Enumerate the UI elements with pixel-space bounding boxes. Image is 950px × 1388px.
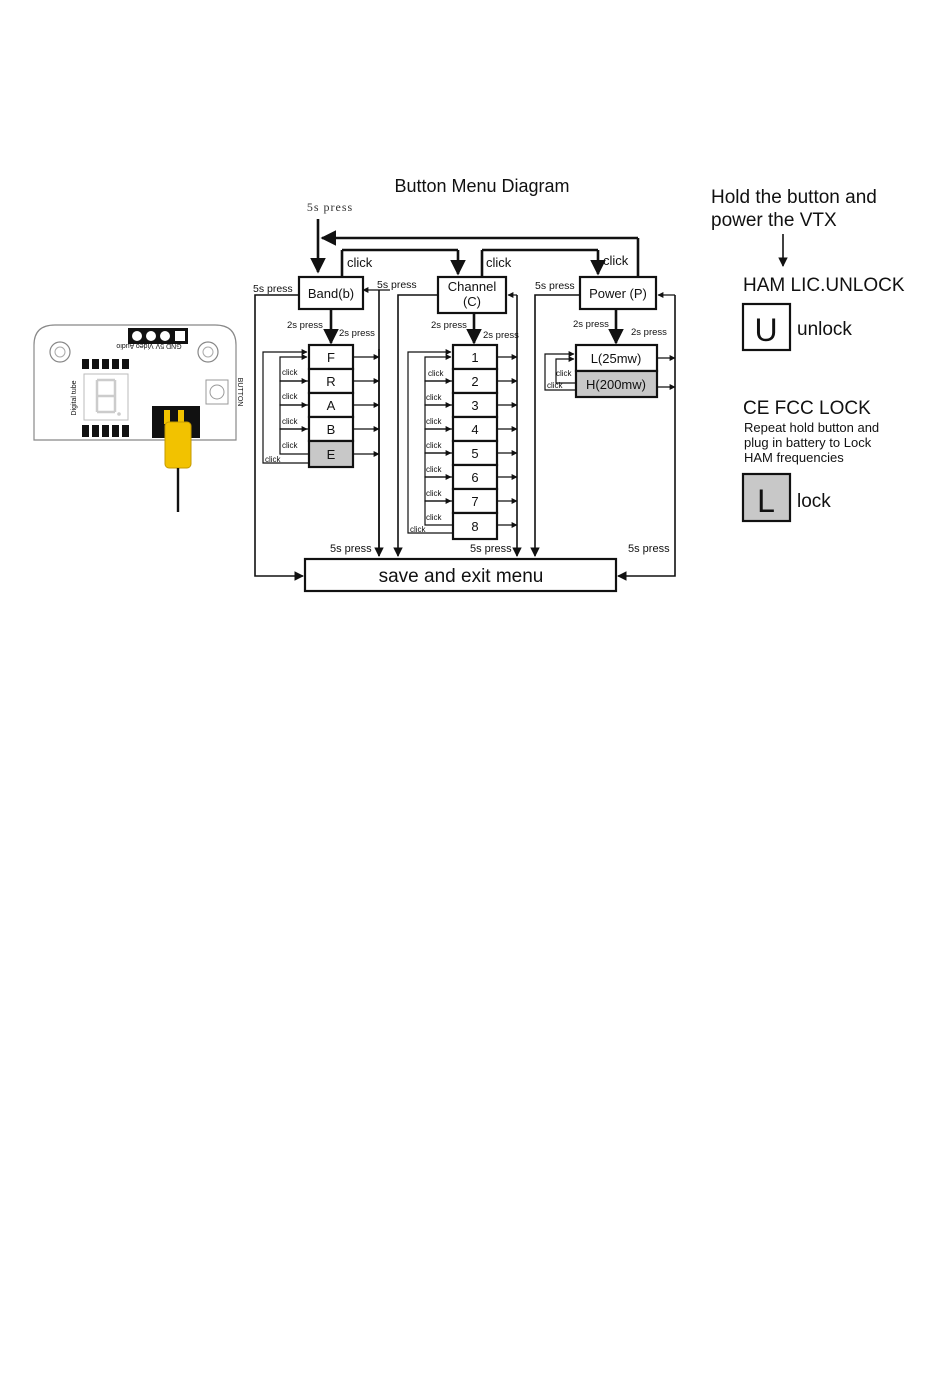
two-s-press-label: 2s press — [573, 319, 609, 330]
click-label: click — [265, 455, 282, 464]
ce-desc-line-2: plug in battery to Lock — [744, 435, 872, 450]
band-item-label: B — [327, 422, 336, 437]
band-right-5s-press-label: 5s press — [377, 279, 417, 291]
two-s-press-label: 2s press — [287, 320, 323, 331]
band-5s-press-label: 5s press — [253, 283, 293, 295]
band-menu-label: Band(b) — [308, 286, 354, 301]
unlock-label: unlock — [797, 319, 852, 340]
digital-tube-label: Digital tube — [71, 380, 78, 415]
band-menu-box — [297, 275, 365, 311]
click-label: click — [426, 417, 443, 426]
channel-item-label: 6 — [471, 470, 478, 485]
click-label: click — [426, 441, 443, 450]
click-label: click — [426, 393, 443, 402]
channel-items: 1 2 3 4 5 6 7 8 click click click click … — [407, 343, 518, 541]
ce-desc-line-1: Repeat hold button and — [744, 420, 879, 435]
click-label: click — [426, 465, 443, 474]
click-label: click — [410, 525, 427, 534]
power-menu-label: Power (P) — [589, 286, 647, 301]
channel-item-label: 8 — [471, 519, 478, 534]
instruction-line-2: power the VTX — [711, 210, 837, 231]
band-items: F R A B E click click click click click — [262, 343, 380, 469]
band-item-label: A — [327, 398, 336, 413]
channel-item-label: 4 — [471, 422, 478, 437]
lock-indicator-box — [741, 472, 792, 523]
channel-menu-sublabel: (C) — [463, 294, 481, 309]
power-menu-box — [578, 275, 658, 311]
connector-cable-icon — [164, 421, 192, 469]
power-items: L(25mw) H(200mw) click click — [544, 343, 676, 399]
two-s-press-label: 2s press — [431, 320, 467, 331]
unlock-letter: U — [754, 312, 777, 348]
channel-item-label: 1 — [471, 350, 478, 365]
power-item-label: H(200mw) — [586, 377, 646, 392]
two-s-press-label: 2s press — [483, 330, 519, 341]
power-5s-press-label: 5s press — [535, 280, 575, 292]
click-label: click — [603, 253, 629, 268]
ham-unlock-title: HAM LIC.UNLOCK — [743, 275, 905, 296]
top-5s-press-label: 5s press — [307, 200, 353, 214]
channel-item-box — [451, 343, 499, 371]
click-label: click — [282, 368, 299, 377]
band-item-label: R — [326, 374, 335, 389]
click-label: click — [486, 255, 512, 270]
button-label: BUTTON — [236, 378, 243, 407]
unlock-indicator-box — [741, 302, 792, 352]
band-item-label: F — [327, 350, 335, 365]
mount-hole-icon — [49, 341, 71, 363]
pin-header — [128, 328, 188, 344]
ce-fcc-lock-title: CE FCC LOCK — [743, 398, 871, 419]
vtx-board-illustration: GND 5V Video Audio Digital tube BUTTON — [33, 324, 243, 512]
click-label: click — [347, 255, 373, 270]
channel-item-label: 3 — [471, 398, 478, 413]
lock-label: lock — [797, 491, 831, 512]
channel-item-label: 5 — [471, 446, 478, 461]
channel-item-box — [451, 511, 499, 541]
click-label: click — [282, 392, 299, 401]
click-label: click — [282, 417, 299, 426]
diagram-title: Button Menu Diagram — [394, 176, 569, 196]
channel-menu-label: Channel — [448, 279, 497, 294]
power-item-box — [574, 343, 659, 373]
click-label: click — [556, 369, 573, 378]
band-item-label: E — [327, 447, 336, 462]
save-exit-label: save and exit menu — [379, 566, 544, 587]
pin-header-label: GND 5V Video Audio — [116, 342, 181, 349]
click-label: click — [426, 513, 443, 522]
digital-tube — [82, 359, 129, 437]
lock-letter: L — [757, 483, 775, 519]
click-label: click — [547, 381, 564, 390]
click-label: click — [428, 369, 445, 378]
power-item-label: L(25mw) — [591, 351, 642, 366]
click-label: click — [426, 489, 443, 498]
save-5s-press-label: 5s press — [628, 543, 670, 555]
save-5s-press-label: 5s press — [330, 543, 372, 555]
channel-menu-box — [436, 275, 508, 315]
save-5s-press-label: 5s press — [470, 543, 512, 555]
power-item-box-selected — [574, 369, 659, 399]
instruction-line-1: Hold the button and — [711, 187, 877, 208]
channel-item-label: 2 — [471, 374, 478, 389]
ce-desc-line-3: HAM frequencies — [744, 450, 844, 465]
channel-item-label: 7 — [471, 494, 478, 509]
mount-hole-icon — [197, 341, 219, 363]
click-label: click — [282, 441, 299, 450]
two-s-press-label: 2s press — [339, 328, 375, 339]
save-exit-box — [303, 557, 618, 593]
two-s-press-label: 2s press — [631, 327, 667, 338]
